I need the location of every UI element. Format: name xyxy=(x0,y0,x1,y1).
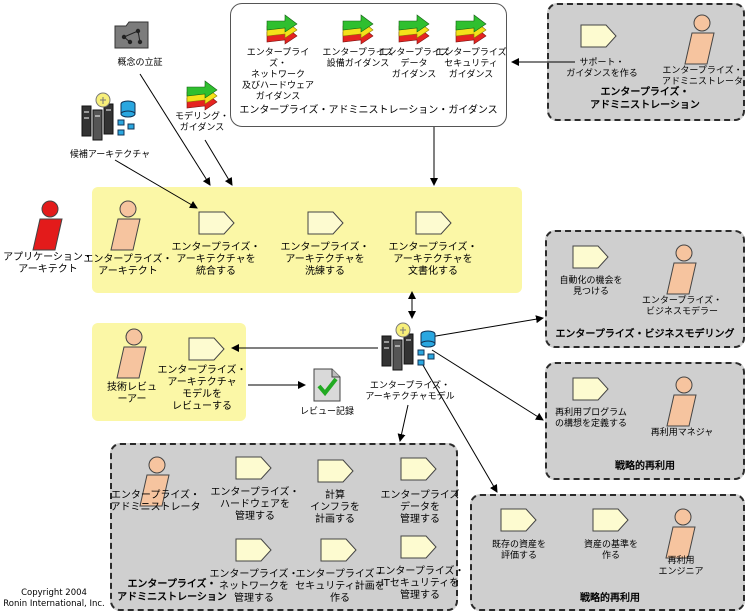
automation-task-icon xyxy=(572,245,609,269)
concept-proof-icon xyxy=(114,21,149,49)
admin-bottom-box xyxy=(110,443,458,611)
guidance-item-facility: エンタープライズ 設備ガイダンス xyxy=(322,48,394,69)
guidance-item-data: エンタープライズ データ ガイダンス xyxy=(378,48,450,80)
guidance-box-title: エンタープライズ・アドミニストレーション・ガイダンス xyxy=(239,105,498,116)
guidance-facility-icon xyxy=(342,14,374,45)
admin-top-box xyxy=(547,3,745,121)
manage-data-task-label: エンタープライズ データを 管理する xyxy=(380,490,460,525)
document-task-icon xyxy=(415,211,452,235)
reuse-program-task-icon xyxy=(572,377,609,401)
manage-data-task-icon xyxy=(400,457,437,481)
guidance-data-icon xyxy=(398,14,430,45)
review-record-label: レビュー記録 xyxy=(299,407,354,417)
enterprise-architect-label: エンタープライズ・ アーキテクト xyxy=(83,254,173,277)
candidate-architecture-label: 候補アーキテクチャ xyxy=(69,150,151,160)
modeling-guidance-icon xyxy=(186,80,218,111)
strategic-reuse-box-1 xyxy=(545,362,745,480)
arrow-model-to-business xyxy=(429,315,544,338)
admin-bottom-title: エンタープライズ・ アドミニストレーション xyxy=(117,579,227,603)
arrow-candidate-to-integrate xyxy=(114,159,198,209)
admin-top-title: エンタープライズ・ アドミニストレーション xyxy=(590,87,700,111)
architecture-model-label: エンタープライズ・ アーキテクチャモデル xyxy=(365,381,455,402)
modeling-guidance-label: モデリング・ ガイダンス xyxy=(174,112,229,133)
arrow-model-to-reuse-1 xyxy=(431,349,544,421)
asset-standards-task-label: 資産の基準を 作る xyxy=(583,540,638,561)
guidance-network-icon xyxy=(266,14,298,45)
application-architect-label: アプリケーション・ アーキテクト xyxy=(3,252,93,275)
main-yellow-area xyxy=(92,187,522,293)
support-guidance-task-icon xyxy=(580,24,617,48)
review-model-task-icon xyxy=(188,337,225,361)
business-modeling-title: エンタープライズ・ビジネスモデリング xyxy=(555,329,735,340)
admin-top-role-icon xyxy=(684,14,715,65)
security-plan-task-label: エンタープライズ・ セキュリティ計画を 作る xyxy=(295,569,385,604)
assess-assets-task-label: 既存の資産を 評価する xyxy=(491,540,546,561)
enterprise-architect-icon xyxy=(110,200,141,251)
manage-network-task-label: エンタープライズ・ ネットワークを 管理する xyxy=(209,569,299,604)
business-modeler-icon xyxy=(666,244,697,295)
admin-bottom-role-label: エンタープライズ・ アドミニストレータ xyxy=(110,490,201,513)
review-yellow-area xyxy=(92,323,246,421)
admin-bottom-role-icon xyxy=(139,456,170,507)
concept-proof-label: 概念の立証 xyxy=(117,58,163,68)
asset-standards-task-icon xyxy=(592,508,629,532)
integrate-task-icon xyxy=(198,211,235,235)
strategic-reuse-1-title: 戦略的再利用 xyxy=(615,461,675,472)
application-architect-icon xyxy=(32,200,63,251)
arrow-model-to-admin-bottom xyxy=(397,404,409,442)
guidance-item-network: エンタープライズ・ ネットワーク 及びハードウェア ガイダンス xyxy=(241,48,314,102)
automation-task-label: 自動化の機会を 見つける xyxy=(559,276,623,297)
copyright-text: Copyright 2004 Ronin International, Inc. xyxy=(3,588,105,609)
review-model-task-label: エンタープライズ・ アーキテクチャ モデルを レビューする xyxy=(157,365,247,412)
document-task-label: エンタープライズ・ アーキテクチャを 文書化する xyxy=(388,242,478,277)
manage-hardware-task-icon xyxy=(235,456,272,480)
architecture-model-icon xyxy=(381,322,436,371)
technical-reviewer-icon xyxy=(116,328,147,379)
manage-network-task-icon xyxy=(235,538,272,562)
business-modeler-label: エンタープライズ・ ビジネスモデラー xyxy=(641,296,723,317)
security-plan-task-icon xyxy=(320,538,357,562)
reuse-engineer-icon xyxy=(665,508,696,559)
assess-assets-task-icon xyxy=(500,508,537,532)
plan-infra-task-icon xyxy=(317,459,354,483)
strategic-reuse-2-title: 戦略的再利用 xyxy=(580,593,640,604)
admin-top-role-label: エンタープライズ・ アドミニストレータ xyxy=(661,66,743,87)
guidance-security-icon xyxy=(455,14,487,45)
manage-it-security-task-label: エンタープライズ・ ITセキュリティを 管理する xyxy=(375,566,465,601)
reuse-program-task-label: 再利用プログラム の構想を定義する xyxy=(554,408,627,429)
technical-reviewer-label: 技術レビュ ーアー xyxy=(107,382,157,405)
manage-it-security-task-icon xyxy=(400,535,437,559)
review-record-icon xyxy=(313,368,341,402)
manage-hardware-task-label: エンタープライズ・ ハードウェアを 管理する xyxy=(210,487,300,522)
candidate-architecture-icon xyxy=(81,92,136,141)
arrow-model-to-reuse-2 xyxy=(419,359,498,493)
reuse-manager-label: 再利用マネジャ xyxy=(650,428,714,438)
support-guidance-task-label: サポート・ ガイダンスを作る xyxy=(566,58,638,79)
arrow-concept-to-integrate xyxy=(139,73,211,186)
reuse-manager-icon xyxy=(666,376,697,427)
refine-task-icon xyxy=(307,211,344,235)
integrate-task-label: エンタープライズ・ アーキテクチャを 統合する xyxy=(171,242,261,277)
arrow-modeling-to-integrate xyxy=(204,139,233,186)
reuse-engineer-label: 再利用 エンジニア xyxy=(658,556,704,577)
refine-task-label: エンタープライズ・ アーキテクチャを 洗練する xyxy=(280,242,370,277)
guidance-item-security: エンタープライズ セキュリティ ガイダンス xyxy=(435,48,507,80)
plan-infra-task-label: 計算 インフラを 計画する xyxy=(310,490,360,525)
